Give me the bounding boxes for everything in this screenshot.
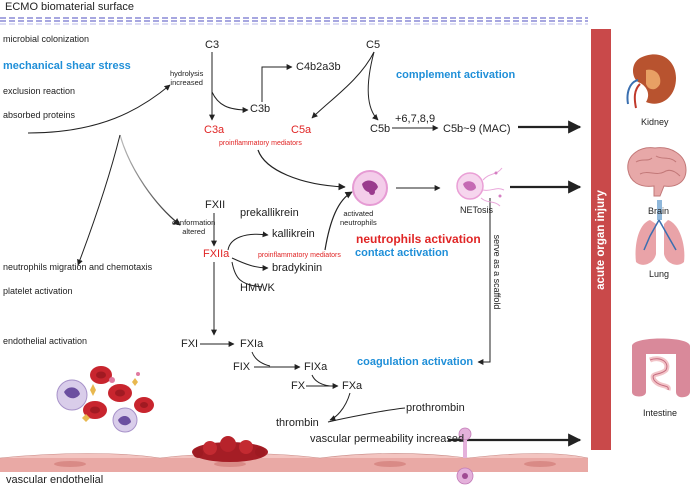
node-fxii: FXII: [205, 199, 226, 211]
label-conformation-altered: conformation altered: [172, 218, 216, 236]
arrow-shear-to-conformation: [119, 134, 181, 226]
node-bradykinin: bradykinin: [272, 262, 323, 274]
node-prothrombin: prothrombin: [406, 402, 465, 414]
arrow-c3b-to-c4b2a3b: [261, 64, 293, 102]
node-mac: C5b~9 (MAC): [443, 123, 511, 135]
organ-label-lung: Lung: [649, 269, 670, 279]
blood-clot: [192, 436, 268, 462]
trigger-microbial-colonization: microbial colonization: [3, 34, 90, 44]
node-hmwk: HMWK: [240, 282, 275, 294]
trigger-absorbed-proteins: absorbed proteins: [3, 110, 76, 120]
trigger-exclusion-reaction: exclusion reaction: [3, 86, 76, 96]
node-fxia: FXIa: [240, 338, 264, 350]
arrow-prothrombin-to-thrombin: [327, 407, 406, 423]
acute-organ-injury-bar: [591, 29, 611, 450]
arrow-fxiia-to-kallikrein: [227, 231, 269, 251]
node-c3a: C3a: [204, 124, 225, 136]
node-fixa: FIXa: [304, 361, 328, 373]
node-fxiia: FXIIa: [203, 248, 230, 260]
label-vascular-endothelial: vascular endothelial: [6, 474, 104, 486]
node-kallikrein: kallikrein: [272, 228, 315, 240]
effect-endothelial-activation: endothelial activation: [3, 336, 88, 346]
arrow-c3-to-c3b: [211, 91, 249, 113]
brain-icon: [627, 147, 687, 197]
node-fx: FX: [291, 380, 306, 392]
label-netosis: NETosis: [460, 205, 494, 215]
arrow-fixa-catalyzes: [311, 374, 331, 387]
arrow-c5-to-c5a: [311, 51, 375, 119]
arrow-contact-mediators-to-neutrophil: [324, 191, 353, 251]
label-hydrolysis-increased: hydrolysis increased: [170, 69, 204, 87]
label-coagulation-activation: coagulation activation: [357, 356, 474, 368]
arrow-fxa-to-thrombin: [329, 392, 351, 421]
node-c3b: C3b: [250, 103, 271, 115]
biomaterial-surface-band: [0, 17, 588, 25]
node-thrombin: thrombin: [276, 417, 319, 429]
node-fxi: FXI: [181, 338, 199, 350]
label-proinflammatory-complement: proinflammatory mediators: [219, 140, 302, 147]
migrating-neutrophil: [456, 427, 474, 485]
label-proinflammatory-contact: proinflammatory mediators: [258, 252, 341, 259]
kidney-icon: [626, 54, 676, 109]
arrow-shear-to-effects: [77, 134, 121, 266]
arrow-c5-to-c5b: [367, 51, 379, 121]
intestine-icon: [632, 338, 690, 398]
label-contact-activation: contact activation: [355, 247, 449, 259]
effect-neutrophils-migration: neutrophils migration and chemotaxis: [3, 262, 153, 272]
organ-label-intestine: Intestine: [643, 408, 678, 418]
effect-platelet-activation: platelet activation: [3, 286, 73, 296]
page-title: ECMO biomaterial surface: [5, 1, 134, 13]
node-c4b2a3b: C4b2a3b: [296, 61, 341, 73]
arrow-fxiia-to-bradykinin: [231, 257, 269, 271]
lung-icon: [635, 200, 685, 265]
label-neutrophils-activation: neutrophils activation: [356, 232, 481, 246]
arrow-mediators-to-neutrophil: [257, 149, 346, 191]
node-c5: C5: [366, 39, 381, 51]
node-fix: FIX: [233, 361, 251, 373]
label-activated-neutrophils: activated neutrophils: [340, 209, 377, 227]
arrow-netosis-to-coagulation: [477, 198, 491, 365]
label-acute-organ-injury: acute organ injury: [595, 190, 607, 290]
node-fxa: FXa: [342, 380, 363, 392]
label-complement-activation: complement activation: [396, 69, 516, 81]
netosis-icon: [456, 167, 505, 207]
arrow-shear-to-hydrolysis: [27, 84, 171, 134]
label-serve-as-scaffold: serve as a scaffold: [492, 234, 502, 310]
trigger-mechanical-shear-stress: mechanical shear stress: [3, 60, 131, 72]
organ-label-brain: Brain: [648, 206, 670, 216]
vascular-endothelium: [0, 453, 589, 472]
label-plus-6789: +6,7,8,9: [395, 113, 436, 125]
arrow-fxia-catalyzes: [251, 351, 271, 367]
arrow-hmwk-to-bradykinin: [231, 261, 263, 288]
node-prekallikrein: prekallikrein: [240, 207, 299, 219]
activated-neutrophil-icon: [352, 170, 388, 206]
node-c5a: C5a: [291, 124, 312, 136]
label-vascular-permeability: vascular permeability increased: [310, 433, 465, 445]
organ-label-kidney: Kidney: [641, 117, 669, 127]
node-c5b: C5b: [370, 123, 391, 135]
node-c3: C3: [205, 39, 220, 51]
blood-cells-illustration: [56, 366, 154, 433]
